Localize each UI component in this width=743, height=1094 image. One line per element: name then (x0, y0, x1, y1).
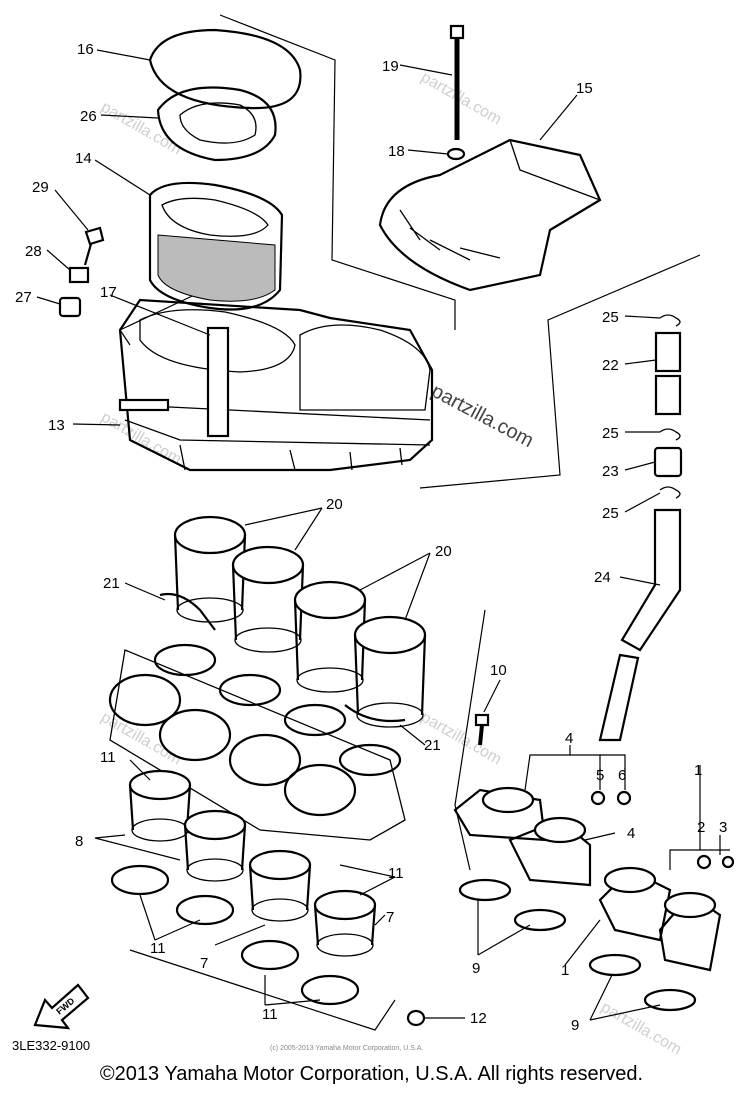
callout-11: 11 (150, 940, 166, 957)
washer-18 (446, 147, 466, 161)
callout-6: 6 (618, 767, 626, 784)
intake-joint-4 (453, 786, 592, 887)
callout-11: 11 (388, 865, 404, 882)
callout-21: 21 (424, 737, 441, 754)
small-copyright: (c) 2005-2013 Yamaha Motor Corporation, … (270, 1045, 424, 1052)
clamp-screw-12 (406, 1009, 426, 1027)
partzilla-watermark-main: partzilla.com (428, 380, 537, 452)
hose-24-upper (620, 508, 682, 652)
callout-10: 10 (490, 662, 507, 679)
air-filter-element-14 (148, 181, 284, 311)
washer-5 (590, 790, 606, 806)
reference-line (129, 949, 396, 1031)
callout-11: 11 (100, 749, 116, 766)
callout-3: 3 (719, 819, 727, 836)
callout-7: 7 (386, 909, 394, 926)
screw-6 (616, 790, 632, 806)
callout-25: 25 (602, 309, 619, 326)
gasket-9 (513, 908, 567, 932)
callout-22: 22 (602, 357, 619, 374)
callout-14: 14 (75, 150, 92, 167)
intake-boots-group (110, 769, 377, 1006)
fuel-filter-23 (653, 446, 683, 478)
clamp-21 (344, 704, 406, 723)
clip-25 (659, 428, 681, 441)
callout-15: 15 (576, 80, 593, 97)
leader-lines (36, 49, 730, 1021)
callout-25: 25 (602, 425, 619, 442)
watermark-text: partzilla.com (98, 409, 184, 469)
callout-21: 21 (103, 575, 120, 592)
fwd-arrow-icon: FWD (33, 983, 90, 1030)
callout-4: 4 (627, 825, 635, 842)
callout-18: 18 (388, 143, 405, 160)
callout-9: 9 (472, 960, 480, 977)
callout-9: 9 (571, 1017, 579, 1034)
callout-23: 23 (602, 463, 619, 480)
callout-19: 19 (382, 58, 399, 75)
clamp-21 (159, 592, 216, 631)
callout-26: 26 (80, 108, 97, 125)
callout-13: 13 (48, 417, 65, 434)
callout-25: 25 (602, 505, 619, 522)
callout-20: 20 (435, 543, 452, 560)
callout-1: 1 (561, 962, 569, 979)
callout-7: 7 (200, 955, 208, 972)
reference-line (219, 14, 456, 330)
fwd-label: FWD (54, 995, 77, 1016)
callout-4: 4 (565, 730, 573, 747)
callout-20: 20 (326, 496, 343, 513)
callout-11: 11 (262, 1006, 278, 1023)
washer-2 (696, 854, 712, 870)
air-box-cover-15 (378, 138, 602, 292)
watermark-text: partzilla.com (418, 69, 504, 129)
reference-line (419, 254, 701, 489)
grommet-27 (58, 296, 82, 318)
bolt-10 (474, 713, 490, 746)
copyright-notice: ©2013 Yamaha Motor Corporation, U.S.A. A… (99, 1063, 644, 1085)
gasket-9 (458, 878, 512, 902)
carburetor-bank (108, 643, 406, 841)
collar-28 (68, 266, 90, 284)
callout-labels: 16 26 14 29 28 27 17 13 19 18 15 25 22 2… (15, 41, 727, 1034)
intake-joint-1 (598, 866, 722, 972)
bolt-19 (449, 24, 465, 140)
hose-22-lower (654, 374, 682, 416)
clip-25 (659, 314, 681, 327)
callout-12: 12 (470, 1010, 487, 1027)
hose-22-upper (654, 331, 682, 373)
cover-seal-16 (148, 28, 302, 110)
callout-8: 8 (75, 833, 83, 850)
clip-25 (659, 486, 681, 499)
reference-line (119, 289, 206, 346)
screw-3 (721, 855, 735, 869)
callout-29: 29 (32, 179, 49, 196)
air-box-13 (118, 298, 434, 472)
callout-5: 5 (596, 767, 604, 784)
callout-27: 27 (15, 289, 32, 306)
gasket-9 (643, 988, 697, 1012)
carburetor-joint-20 (173, 515, 427, 728)
reference-line (454, 609, 486, 871)
callout-2: 2 (697, 819, 705, 836)
callout-28: 28 (25, 243, 42, 260)
watermark-text: partzilla.com (598, 999, 684, 1059)
hose-24-lower (598, 653, 640, 742)
element-seal-26 (156, 86, 277, 162)
gasket-9 (588, 953, 642, 977)
diagram-code: 3LE332-9100 (12, 1038, 91, 1053)
callout-24: 24 (594, 569, 611, 586)
bolt-29 (83, 226, 105, 266)
callout-16: 16 (77, 41, 94, 58)
callout-1: 1 (694, 762, 702, 779)
callout-17: 17 (100, 284, 117, 301)
watermark-text: partzilla.com (98, 99, 184, 159)
